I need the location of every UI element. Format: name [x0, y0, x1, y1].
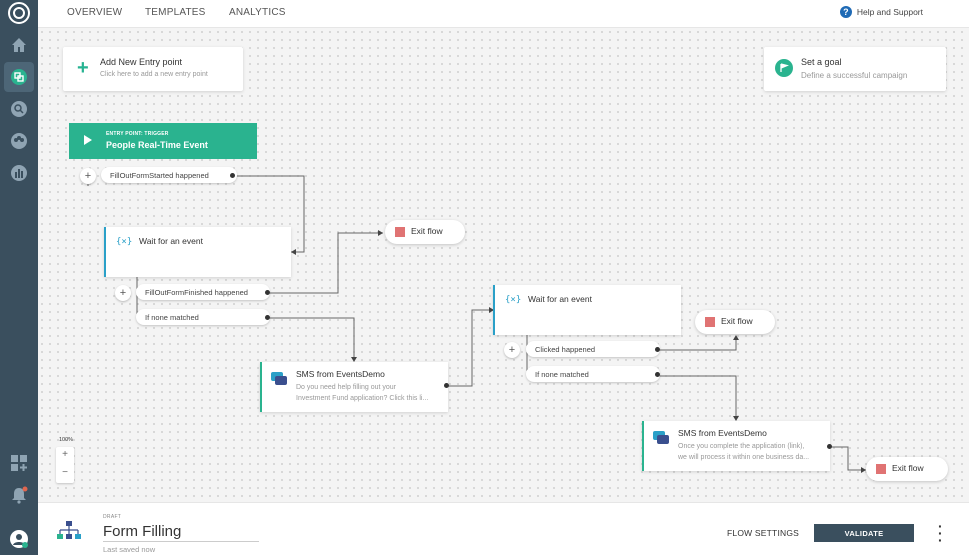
flow-hierarchy-icon [57, 521, 81, 539]
branch-none-matched[interactable]: If none matched [526, 366, 660, 382]
branch-fillout-finished[interactable]: FillOutFormFinished happened [136, 284, 270, 300]
exit-flow-label: Exit flow [721, 316, 753, 326]
zoom-buttons: + − [56, 447, 74, 483]
connector-lines [87, 175, 866, 473]
chat-bubble-icon [271, 372, 287, 385]
notifications-icon[interactable] [4, 480, 34, 510]
sms-node-title: SMS from EventsDemo [678, 428, 767, 438]
play-icon [84, 135, 92, 145]
reports-icon[interactable] [4, 158, 34, 188]
connector-dot[interactable] [265, 315, 270, 320]
add-branch-button[interactable]: + [115, 285, 131, 301]
user-avatar-icon[interactable] [4, 524, 34, 554]
zoom-level: 100% [58, 437, 74, 443]
wait-for-event-node[interactable]: {×} Wait for an event [104, 227, 291, 277]
connector-dot[interactable] [265, 290, 270, 295]
trigger-title: People Real-Time Event [106, 140, 208, 150]
add-entry-point-card[interactable]: + Add New Entry point Click here to add … [63, 47, 243, 91]
flow-title-input[interactable]: Form Filling [103, 523, 259, 542]
last-saved-label: Last saved now [103, 545, 156, 554]
flow-canvas[interactable]: + Add New Entry point Click here to add … [38, 28, 969, 502]
set-goal-card[interactable]: Set a goal Define a successful campaign [764, 47, 946, 91]
zoom-out-button[interactable]: − [62, 467, 68, 478]
zoom-control: 100% + − [56, 437, 76, 483]
tab-overview[interactable]: OVERVIEW [67, 7, 123, 18]
add-branch-button[interactable]: + [80, 168, 96, 184]
connector-dot[interactable] [230, 173, 235, 178]
help-icon: ? [839, 6, 852, 18]
goal-card-title: Set a goal [801, 57, 842, 67]
sidebar [0, 0, 38, 555]
help-link[interactable]: ? Help and Support [839, 6, 923, 18]
wait-node-title: Wait for an event [528, 294, 592, 304]
sms-node[interactable]: SMS from EventsDemo Once you complete th… [642, 421, 830, 471]
stop-icon [876, 464, 886, 474]
people-icon[interactable] [4, 126, 34, 156]
variable-icon: {×} [505, 295, 522, 305]
top-nav: OVERVIEW TEMPLATES ANALYTICS ? Help and … [38, 0, 969, 28]
home-icon[interactable] [4, 30, 34, 60]
stop-icon [705, 317, 715, 327]
entry-trigger-node[interactable]: ENTRY POINT: TRIGGER People Real-Time Ev… [69, 123, 257, 159]
add-branch-button[interactable]: + [504, 342, 520, 358]
draft-label: DRAFT [103, 514, 122, 520]
add-icon: + [77, 57, 89, 79]
trigger-type-label: ENTRY POINT: TRIGGER [106, 131, 169, 137]
wait-node-title: Wait for an event [139, 236, 203, 246]
wait-for-event-node[interactable]: {×} Wait for an event [493, 285, 681, 335]
branch-none-matched[interactable]: If none matched [136, 309, 270, 325]
sms-node-title: SMS from EventsDemo [296, 369, 385, 379]
flow-settings-button[interactable]: FLOW SETTINGS [727, 528, 800, 538]
stop-icon [395, 227, 405, 237]
exit-flow-node[interactable]: Exit flow [866, 457, 948, 481]
branch-clicked[interactable]: Clicked happened [526, 341, 660, 357]
search-analytics-icon[interactable] [4, 94, 34, 124]
zoom-in-button[interactable]: + [62, 449, 68, 460]
entry-card-title: Add New Entry point [100, 57, 183, 67]
sms-node-preview: Once you complete the application (link)… [678, 443, 810, 461]
more-options-icon[interactable]: ··· [938, 518, 943, 548]
tab-analytics[interactable]: ANALYTICS [229, 7, 286, 18]
help-label: Help and Support [856, 7, 923, 17]
connector-dot[interactable] [655, 372, 660, 377]
sms-node[interactable]: SMS from EventsDemo Do you need help fil… [260, 362, 448, 412]
connector-dot[interactable] [655, 347, 660, 352]
chat-bubble-icon [653, 431, 669, 444]
apps-icon[interactable] [4, 448, 34, 478]
goal-card-subtitle: Define a successful campaign [801, 71, 908, 80]
exit-flow-label: Exit flow [892, 463, 924, 473]
exit-flow-node[interactable]: Exit flow [695, 310, 775, 334]
validate-button[interactable]: VALIDATE [814, 524, 914, 542]
variable-icon: {×} [116, 237, 133, 247]
bottom-bar: DRAFT Form Filling Last saved now FLOW S… [38, 502, 969, 555]
entry-card-subtitle: Click here to add a new entry point [100, 71, 208, 78]
journeys-icon[interactable] [4, 62, 34, 92]
exit-flow-label: Exit flow [411, 226, 443, 236]
connector-dot[interactable] [827, 444, 832, 449]
flag-icon [775, 59, 793, 77]
branch-fillout-started[interactable]: FillOutFormStarted happened [101, 167, 237, 183]
tab-templates[interactable]: TEMPLATES [145, 7, 206, 18]
connector-dot[interactable] [444, 383, 449, 388]
exit-flow-node[interactable]: Exit flow [385, 220, 465, 244]
logo-icon[interactable] [8, 2, 30, 24]
